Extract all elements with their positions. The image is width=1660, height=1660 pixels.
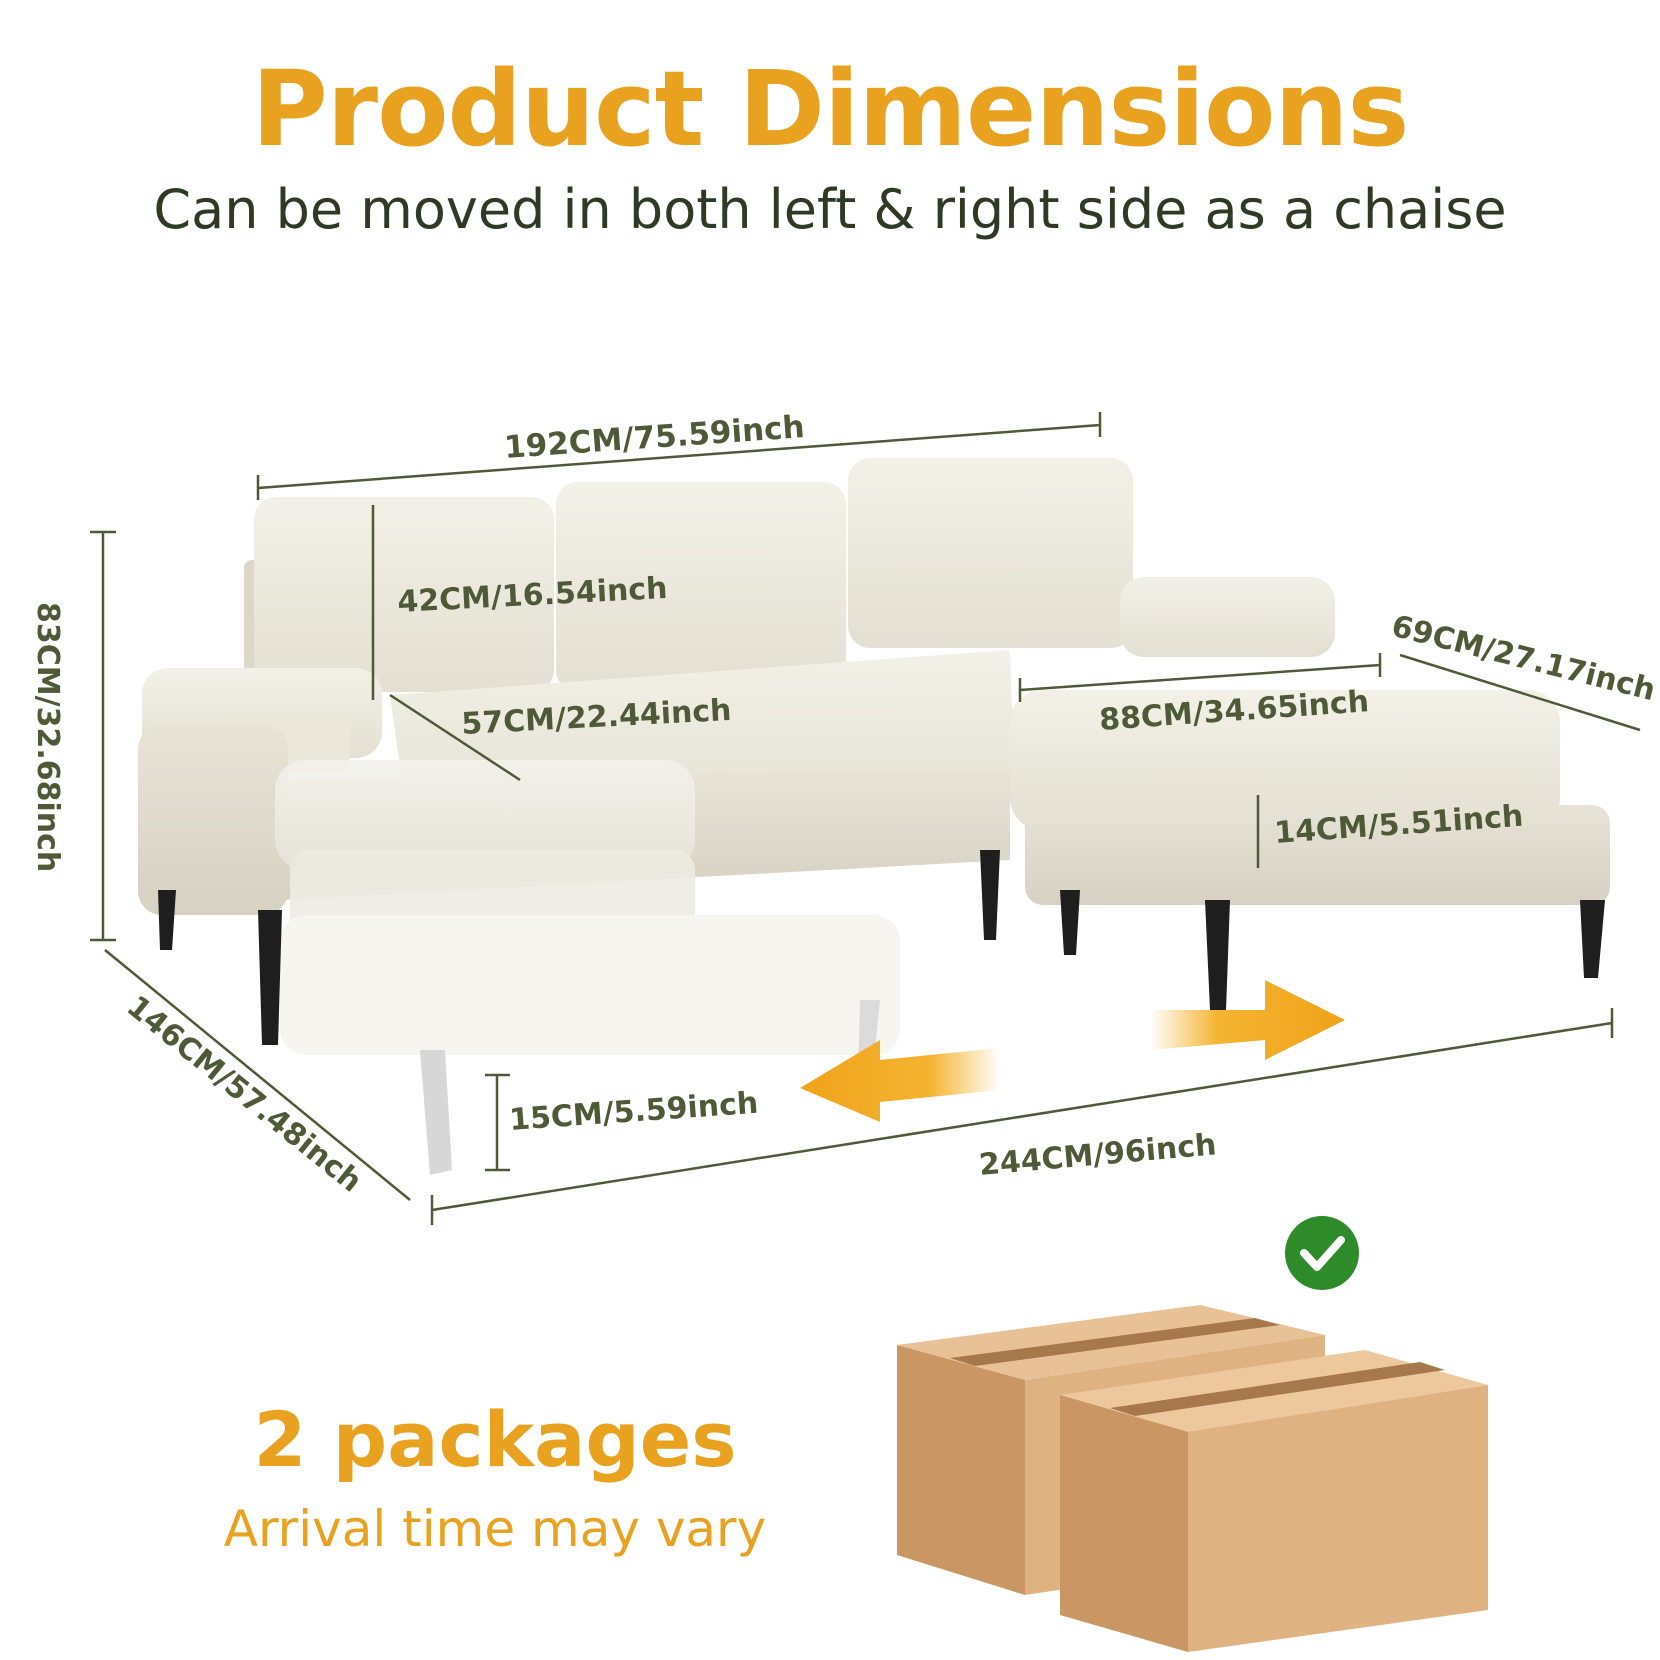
ghost-cushion — [275, 760, 695, 870]
arrow-left-icon — [800, 1040, 1000, 1122]
leg-front-mid — [258, 910, 282, 1045]
line-total-depth — [104, 949, 411, 1201]
line-total-length — [431, 1021, 1613, 1212]
chaise-cushion — [1010, 690, 1560, 830]
right-arm-pad — [1120, 577, 1335, 657]
line-chaise-width — [1019, 663, 1381, 692]
back-cushion-right — [848, 458, 1133, 648]
ghost-cushion-lower — [290, 850, 695, 935]
packages-title: 2 packages — [253, 1395, 737, 1484]
ghost-chaise — [275, 760, 900, 1175]
ghost-leg-left — [420, 1050, 452, 1175]
label-total-height: 83CM/32.68inch — [30, 602, 65, 872]
label-leg-height: 15CM/5.59inch — [508, 1086, 759, 1138]
box-back-side — [897, 1345, 1025, 1595]
ghost-chaise-base — [280, 915, 900, 1055]
page-subtitle: Can be moved in both left & right side a… — [153, 178, 1507, 241]
line-chaise-depth — [1399, 653, 1641, 732]
leg-chaise-front — [1205, 900, 1230, 1010]
arrow-right-icon — [1150, 980, 1345, 1060]
leg-back-center — [980, 850, 1000, 940]
sofa — [138, 458, 1610, 1175]
chaise-base — [1025, 805, 1610, 905]
box-icon — [897, 1305, 1488, 1652]
packages-subtitle: Arrival time may vary — [223, 1500, 767, 1558]
dimension-lines — [90, 412, 1641, 1225]
line-seat-depth — [389, 693, 521, 782]
leg-chaise-back — [1060, 890, 1080, 955]
box-front-side — [1060, 1395, 1188, 1652]
box-front-tape — [1110, 1362, 1445, 1416]
line-overall-width — [257, 423, 1101, 490]
leg-front-left — [158, 890, 176, 950]
box-back-tape — [950, 1318, 1280, 1366]
box-front-front — [1188, 1385, 1488, 1652]
left-armrest — [138, 725, 288, 915]
check-icon — [1285, 1216, 1359, 1290]
label-total-length: 244CM/96inch — [978, 1127, 1218, 1183]
back-cushion-left — [254, 497, 554, 692]
page-title: Product Dimensions — [251, 48, 1410, 170]
back-cushion-middle — [556, 482, 846, 692]
leg-chaise-right — [1580, 900, 1605, 978]
